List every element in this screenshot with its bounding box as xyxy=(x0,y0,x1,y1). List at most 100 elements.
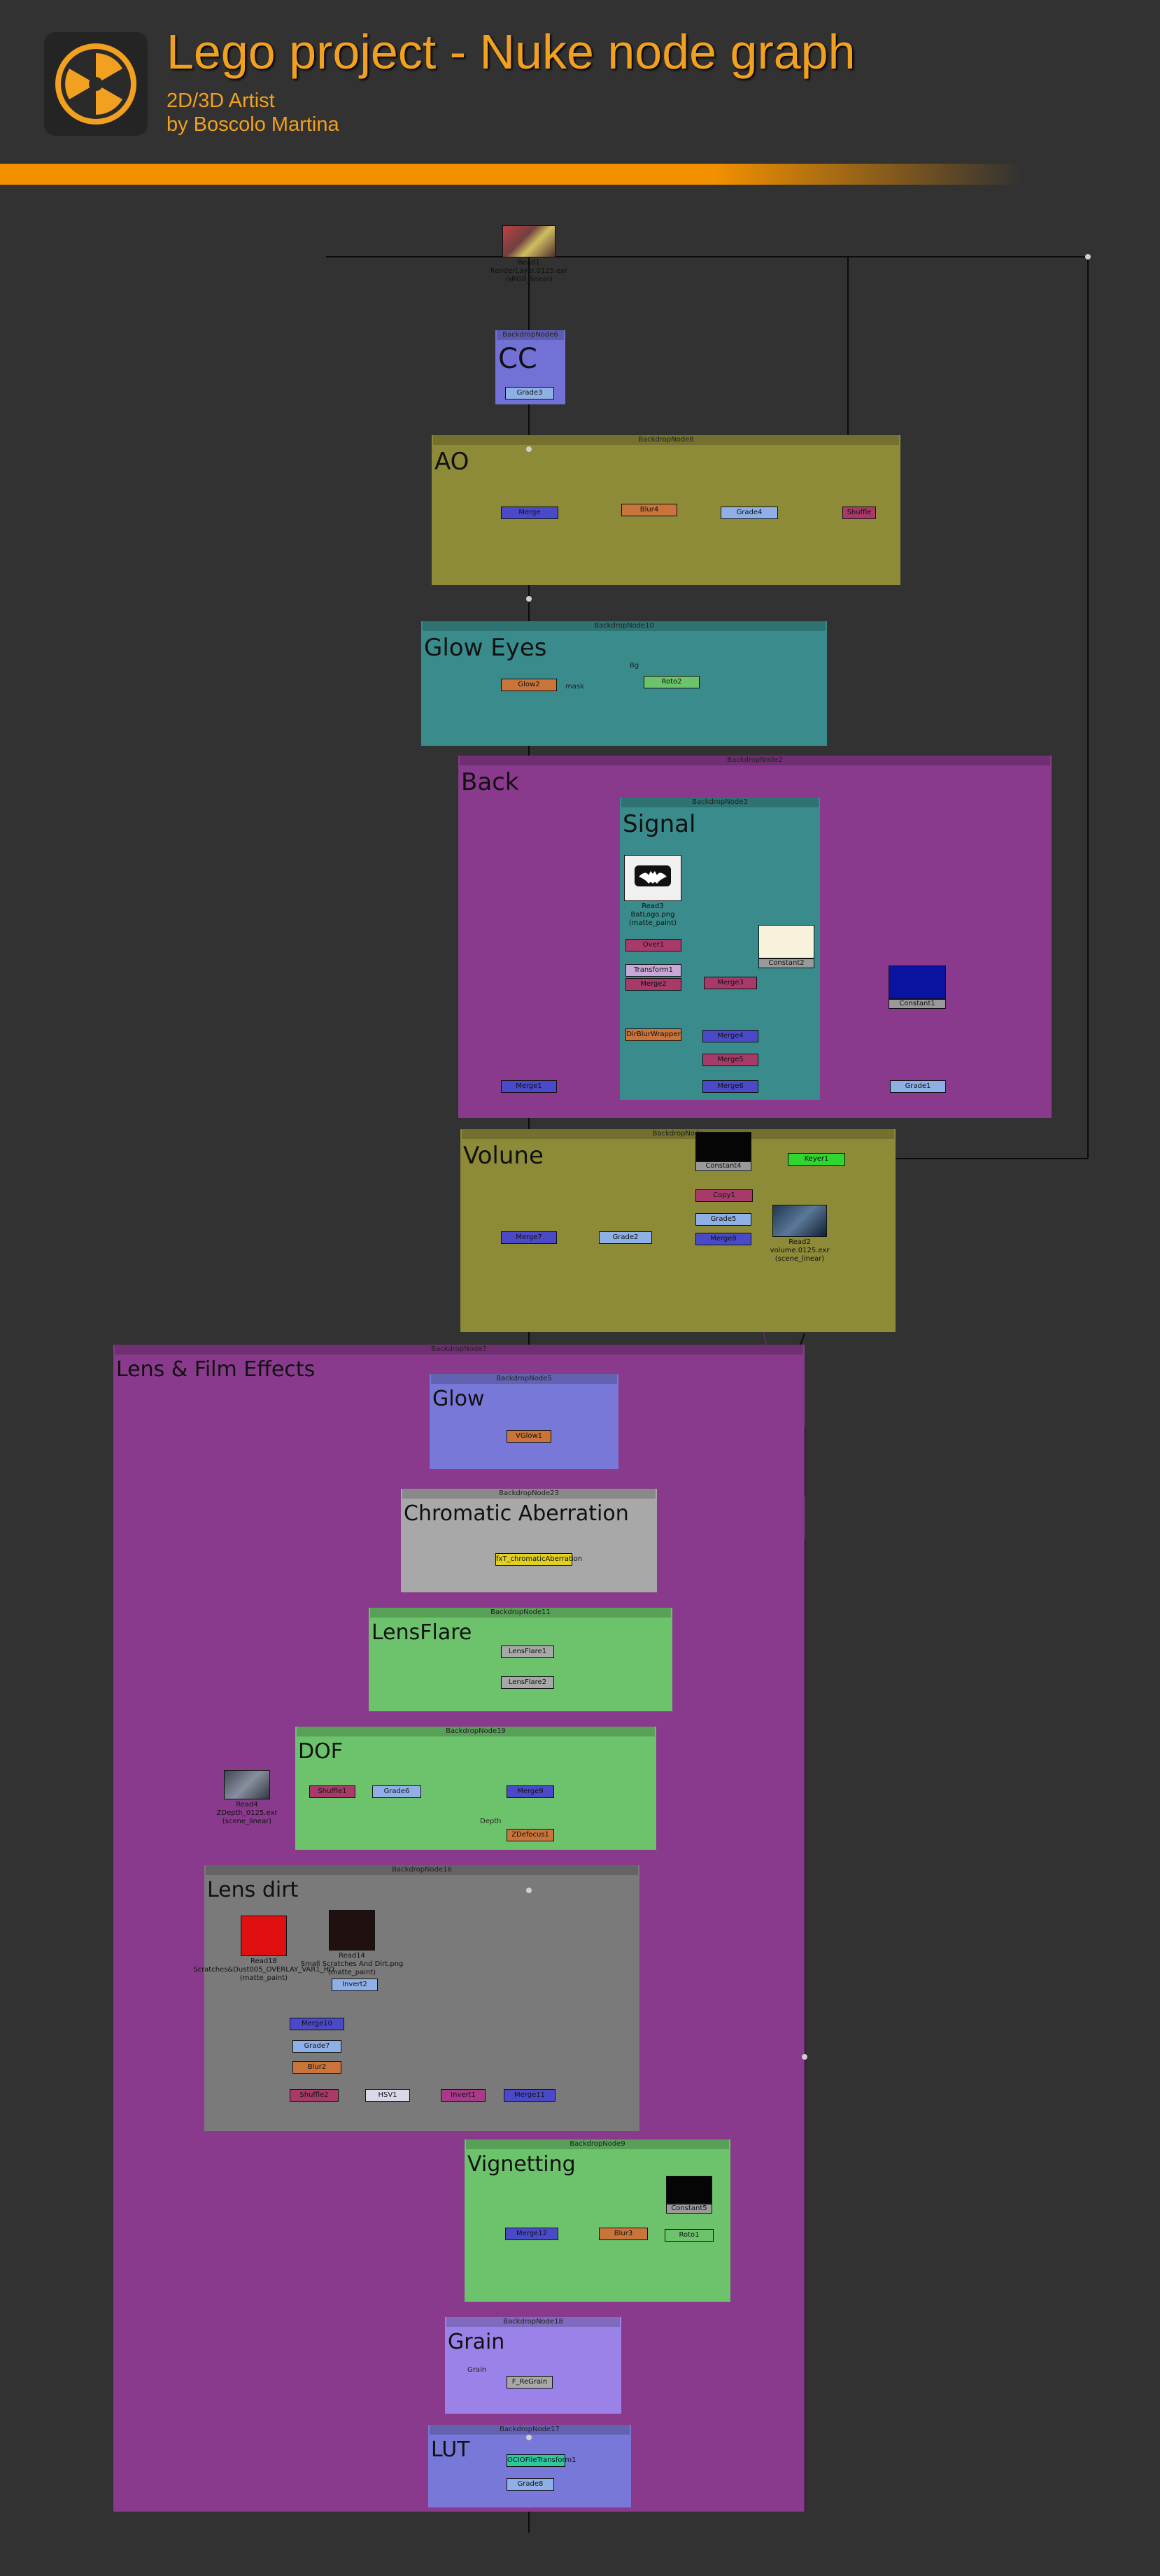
node-merge-ao[interactable]: Merge xyxy=(501,507,558,519)
backdrop-node-name: BackdropNode2 xyxy=(460,756,1050,765)
node-transform1[interactable]: Transform1 xyxy=(625,964,681,977)
node-blur4[interactable]: Blur4 xyxy=(621,504,677,516)
node-ocio[interactable]: OCIOFileTransform1 xyxy=(507,2454,577,2467)
node-read3[interactable] xyxy=(624,855,681,901)
wire-label: mask xyxy=(565,683,584,691)
node-merge-dirt2[interactable]: Merge11 xyxy=(504,2089,556,2102)
node-constant4[interactable] xyxy=(695,1132,751,1161)
node-merge-dof[interactable]: Merge9 xyxy=(507,1785,554,1798)
node-invert1[interactable]: Invert1 xyxy=(441,2089,486,2102)
backdrop-label: Glow Eyes xyxy=(424,634,547,662)
node-keyer[interactable]: Keyer1 xyxy=(788,1153,845,1166)
dot-node[interactable] xyxy=(526,2435,532,2440)
node-constant2[interactable] xyxy=(758,925,814,958)
node-grade3[interactable]: Grade3 xyxy=(505,387,554,399)
node-shuffle-dof[interactable]: Shuffle1 xyxy=(309,1785,355,1798)
node-glow-eyes-node[interactable]: Glow2 xyxy=(501,679,557,691)
backdrop-label: AO xyxy=(434,448,469,476)
backdrop-node-name: BackdropNode16 xyxy=(206,1865,638,1875)
backdrop-node-name: BackdropNode17 xyxy=(430,2425,630,2435)
node-over1[interactable]: Over1 xyxy=(625,939,681,951)
backdrop-node-name: BackdropNode10 xyxy=(423,621,826,631)
node-read4[interactable] xyxy=(224,1770,270,1799)
node-glow1[interactable]: VGlow1 xyxy=(507,1430,551,1443)
node-lensflare2[interactable]: LensFlare2 xyxy=(501,1676,554,1689)
node-grade-dirt[interactable]: Grade7 xyxy=(292,2040,341,2053)
node-merge-vig[interactable]: Merge12 xyxy=(505,2228,558,2240)
node-merge-vol[interactable]: Merge7 xyxy=(501,1231,557,1244)
node-merge-dirt[interactable]: Merge10 xyxy=(290,2018,344,2030)
node-grade6[interactable]: Grade6 xyxy=(372,1785,421,1798)
node-constant5[interactable] xyxy=(666,2176,712,2204)
node-merge-s1[interactable]: Merge2 xyxy=(625,978,681,991)
node-caption: Constant1 xyxy=(889,999,946,1009)
node-read2[interactable] xyxy=(772,1205,827,1237)
backdrop-label: Back xyxy=(461,768,519,796)
node-merge-back[interactable]: Merge1 xyxy=(501,1080,557,1093)
node-shuffle-dirt[interactable]: Shuffle2 xyxy=(290,2089,339,2102)
node-read1[interactable] xyxy=(502,225,556,257)
node-blur3[interactable]: Blur3 xyxy=(599,2228,648,2240)
node-read18[interactable] xyxy=(241,1916,287,1956)
dot-node[interactable] xyxy=(1085,254,1091,260)
dot-node[interactable] xyxy=(526,446,532,452)
backdrop-label: DOF xyxy=(298,1739,343,1764)
node-merge-s5[interactable]: Merge6 xyxy=(702,1080,758,1093)
backdrop-label: Grain xyxy=(448,2330,505,2354)
backdrop-label: LUT xyxy=(431,2437,470,2462)
node-roto2[interactable]: Roto2 xyxy=(644,676,700,688)
backdrop-node-name: BackdropNode9 xyxy=(466,2139,729,2149)
node-roto1[interactable]: Roto1 xyxy=(665,2229,714,2242)
backdrop-label: Glow xyxy=(432,1387,485,1411)
node-grade4[interactable]: Grade4 xyxy=(721,507,778,519)
node-merge-s3[interactable]: Merge4 xyxy=(702,1030,758,1042)
backdrop-node-name: BackdropNode8 xyxy=(433,435,899,445)
backdrop-label: CC xyxy=(498,343,537,375)
nuke-logo-icon xyxy=(44,32,148,136)
node-caption: Constant4 xyxy=(695,1161,751,1171)
node-grade1[interactable]: Grade1 xyxy=(890,1080,946,1093)
backdrop-node-name: BackdropNode23 xyxy=(402,1489,656,1499)
node-shuffle-ao[interactable]: Shuffle xyxy=(842,507,876,519)
node-grade-vol[interactable]: Grade2 xyxy=(599,1231,652,1244)
node-invert2[interactable]: Invert2 xyxy=(332,1979,378,1991)
node-dirblur[interactable]: DirBlurWrapper xyxy=(625,1028,681,1041)
node-blur2[interactable]: Blur2 xyxy=(292,2061,341,2074)
node-grain-node[interactable]: F_ReGrain xyxy=(507,2376,553,2389)
backdrop-label: Vignetting xyxy=(467,2152,576,2177)
backdrop-node-name: BackdropNode6 xyxy=(497,330,564,340)
node-lensflare1[interactable]: LensFlare1 xyxy=(501,1646,554,1658)
node-hsv[interactable]: HSV1 xyxy=(365,2089,410,2102)
node-grade5[interactable]: Grade5 xyxy=(695,1213,751,1226)
node-merge-vol2[interactable]: Merge8 xyxy=(695,1233,751,1245)
node-chroma[interactable]: fxT_chromaticAberration xyxy=(495,1553,582,1566)
node-merge-s2[interactable]: Merge3 xyxy=(704,977,757,989)
node-merge-s4[interactable]: Merge5 xyxy=(702,1054,758,1066)
backdrop-label: Lens & Film Effects xyxy=(116,1357,316,1382)
page-title: Lego project - Nuke node graph xyxy=(167,24,856,79)
dot-node[interactable] xyxy=(526,1888,532,1893)
dot-node[interactable] xyxy=(526,596,532,602)
node-copy1[interactable]: Copy1 xyxy=(695,1189,753,1202)
wire-label: Grain xyxy=(467,2366,487,2374)
dot-node[interactable] xyxy=(802,2054,807,2060)
backdrop-label: Volune xyxy=(463,1142,544,1170)
backdrop-label: Chromatic Aberration xyxy=(404,1501,629,1526)
bat-logo-icon xyxy=(635,865,671,886)
node-read14[interactable] xyxy=(329,1910,375,1951)
node-zdefocus[interactable]: ZDefocus1 xyxy=(507,1829,554,1841)
node-grade8[interactable]: Grade8 xyxy=(507,2478,554,2491)
node-constant1[interactable] xyxy=(889,965,946,999)
